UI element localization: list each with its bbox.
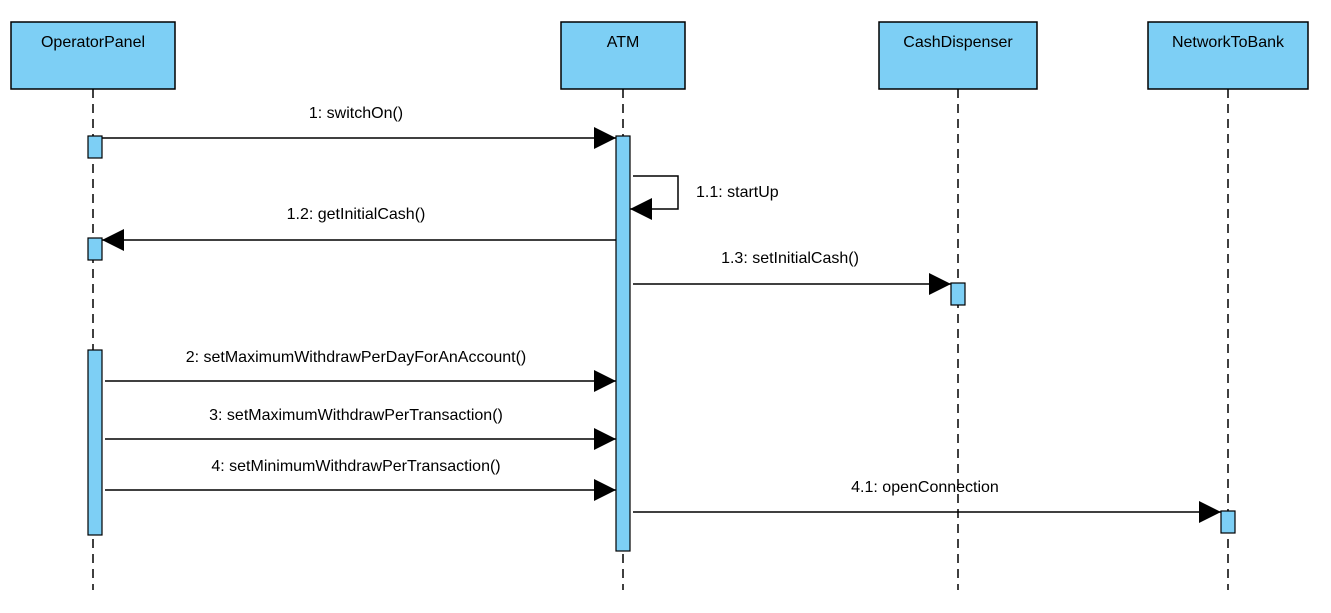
participant-label: ATM <box>607 34 640 51</box>
message-label: 1.1: startUp <box>696 184 779 201</box>
activation-atm <box>615 135 631 552</box>
message-set-maximum-withdraw-per-day[interactable]: 2: setMaximumWithdrawPerDayForAnAccount(… <box>105 349 616 392</box>
message-switch-on[interactable]: 1: switchOn() <box>102 105 616 149</box>
message-start-up[interactable]: 1.1: startUp <box>630 175 779 220</box>
participant-atm[interactable]: ATM <box>560 21 686 90</box>
message-label: 3: setMaximumWithdrawPerTransaction() <box>209 407 503 424</box>
message-label: 2: setMaximumWithdrawPerDayForAnAccount(… <box>186 349 527 366</box>
activation-network-to-bank <box>1220 510 1236 534</box>
activation-cash-dispenser <box>950 282 966 306</box>
message-set-initial-cash[interactable]: 1.3: setInitialCash() <box>633 250 951 295</box>
participant-network-to-bank[interactable]: NetworkToBank <box>1147 21 1309 90</box>
message-label: 1.2: getInitialCash() <box>287 206 426 223</box>
message-label: 1.3: setInitialCash() <box>721 250 859 267</box>
message-set-maximum-withdraw-per-transaction[interactable]: 3: setMaximumWithdrawPerTransaction() <box>105 407 616 450</box>
message-open-connection[interactable]: 4.1: openConnection <box>633 479 1221 523</box>
activation-operator-panel-2 <box>87 237 103 261</box>
activation-operator-panel-1 <box>87 135 103 159</box>
participant-label: CashDispenser <box>903 34 1013 51</box>
message-set-minimum-withdraw-per-transaction[interactable]: 4: setMinimumWithdrawPerTransaction() <box>105 458 616 501</box>
participant-label: NetworkToBank <box>1172 34 1285 51</box>
participant-cash-dispenser[interactable]: CashDispenser <box>878 21 1038 90</box>
participant-operator-panel[interactable]: OperatorPanel <box>10 21 176 90</box>
message-label: 1: switchOn() <box>309 105 403 122</box>
participant-label: OperatorPanel <box>41 34 145 51</box>
activation-operator-panel-3 <box>87 349 103 536</box>
message-label: 4: setMinimumWithdrawPerTransaction() <box>211 458 500 475</box>
message-get-initial-cash[interactable]: 1.2: getInitialCash() <box>102 206 616 251</box>
message-label: 4.1: openConnection <box>851 479 999 496</box>
